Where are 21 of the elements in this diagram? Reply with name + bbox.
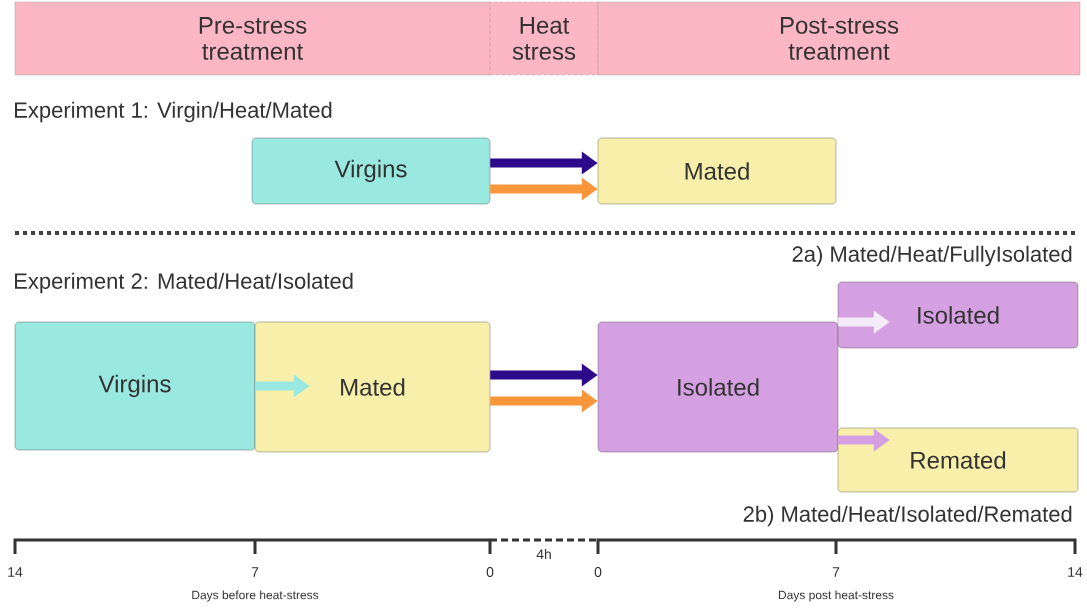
- experiment-heading: Experiment 1: Virgin/Heat/Mated: [15, 101, 332, 123]
- axis-label: Days before heat-stress: [192, 590, 319, 602]
- stage-box: Remated: [837, 427, 1079, 493]
- stage-box: Isolated: [597, 321, 839, 453]
- stage-box: Virgins: [251, 137, 491, 205]
- stage-box: Mated: [254, 321, 491, 453]
- tick-label: 7: [832, 567, 840, 577]
- tick-label: 14: [1068, 567, 1083, 577]
- tick-label: 4h: [536, 548, 551, 560]
- experiment-heading: Experiment 2: Mated/Heat/Isolated: [15, 272, 353, 294]
- tick-label: 0: [594, 567, 602, 577]
- tick-label: 0: [486, 567, 494, 577]
- stage-box: Isolated: [837, 281, 1079, 349]
- phase-band: Heat stress: [489, 1, 599, 76]
- stage-box: Mated: [597, 137, 837, 205]
- condition-label: 2a) Mated/Heat/FullyIsolated: [792, 245, 1072, 267]
- condition-label: 2b) Mated/Heat/Isolated/Remated: [743, 505, 1072, 527]
- axis-label: Days post heat-stress: [778, 590, 894, 602]
- tick-label: 14: [8, 567, 23, 577]
- tick-label: 7: [251, 567, 259, 577]
- stage-box: Virgins: [14, 321, 256, 451]
